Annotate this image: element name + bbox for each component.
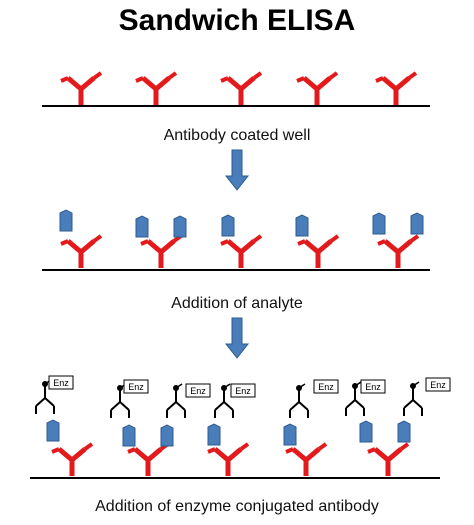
panel-analyte xyxy=(42,209,430,271)
analyte xyxy=(410,212,424,235)
enzyme-label: Enz xyxy=(313,379,339,394)
caption-step3: Addition of enzyme conjugated antibody xyxy=(95,498,379,515)
enzyme-label-text: Enz xyxy=(190,386,206,396)
capture-antibody xyxy=(221,236,261,268)
enzyme-label: Enz xyxy=(230,383,256,398)
enzyme-label-text: Enz xyxy=(365,382,381,392)
panel-enzyme-conjugate: Enz Enz Enz Enz Enz Enz Enz xyxy=(30,375,451,479)
down-arrow-icon xyxy=(224,149,250,191)
enzyme-label-text: Enz xyxy=(235,386,251,396)
capture-antibody xyxy=(376,73,416,105)
enzyme-label: Enz xyxy=(185,383,211,398)
page-title: Sandwich ELISA xyxy=(119,4,356,37)
capture-antibody xyxy=(297,73,337,105)
detection-antibody xyxy=(403,381,423,417)
analyte xyxy=(135,215,149,238)
enzyme-label-text: Enz xyxy=(53,378,69,388)
capture-antibody xyxy=(298,236,338,268)
enzyme-label: Enz xyxy=(425,377,451,392)
enzyme-label: Enz xyxy=(48,375,74,390)
analyte xyxy=(359,420,373,443)
down-arrow-icon xyxy=(224,317,250,359)
capture-antibody xyxy=(378,236,418,268)
enzyme-label-text: Enz xyxy=(318,382,334,392)
analyte xyxy=(397,420,411,443)
caption-step2: Addition of analyte xyxy=(171,295,303,312)
caption-step1: Antibody coated well xyxy=(164,127,311,144)
capture-antibody xyxy=(368,444,408,476)
capture-antibody xyxy=(136,73,176,105)
analyte xyxy=(122,424,136,447)
detection-antibody xyxy=(289,383,309,419)
capture-antibody xyxy=(61,236,101,268)
enzyme-label: Enz xyxy=(360,379,386,394)
capture-antibody xyxy=(128,444,168,476)
capture-antibody xyxy=(286,444,326,476)
enzyme-label-text: Enz xyxy=(430,380,446,390)
panel-coated-well xyxy=(42,73,430,106)
analyte xyxy=(207,423,221,446)
analyte xyxy=(372,212,386,235)
capture-antibody xyxy=(208,444,248,476)
analyte xyxy=(59,209,73,232)
detection-antibody xyxy=(214,383,234,419)
enzyme-label: Enz xyxy=(123,379,149,394)
detection-antibody xyxy=(166,383,186,419)
analyte xyxy=(221,214,235,237)
analyte xyxy=(160,424,174,447)
analyte xyxy=(46,419,60,442)
capture-antibody xyxy=(52,444,92,476)
analyte xyxy=(173,215,187,238)
capture-antibody xyxy=(141,236,181,268)
capture-antibody xyxy=(221,73,261,105)
capture-antibody xyxy=(61,73,101,105)
analyte xyxy=(283,423,297,446)
enzyme-label-text: Enz xyxy=(128,382,144,392)
analyte xyxy=(295,214,309,237)
